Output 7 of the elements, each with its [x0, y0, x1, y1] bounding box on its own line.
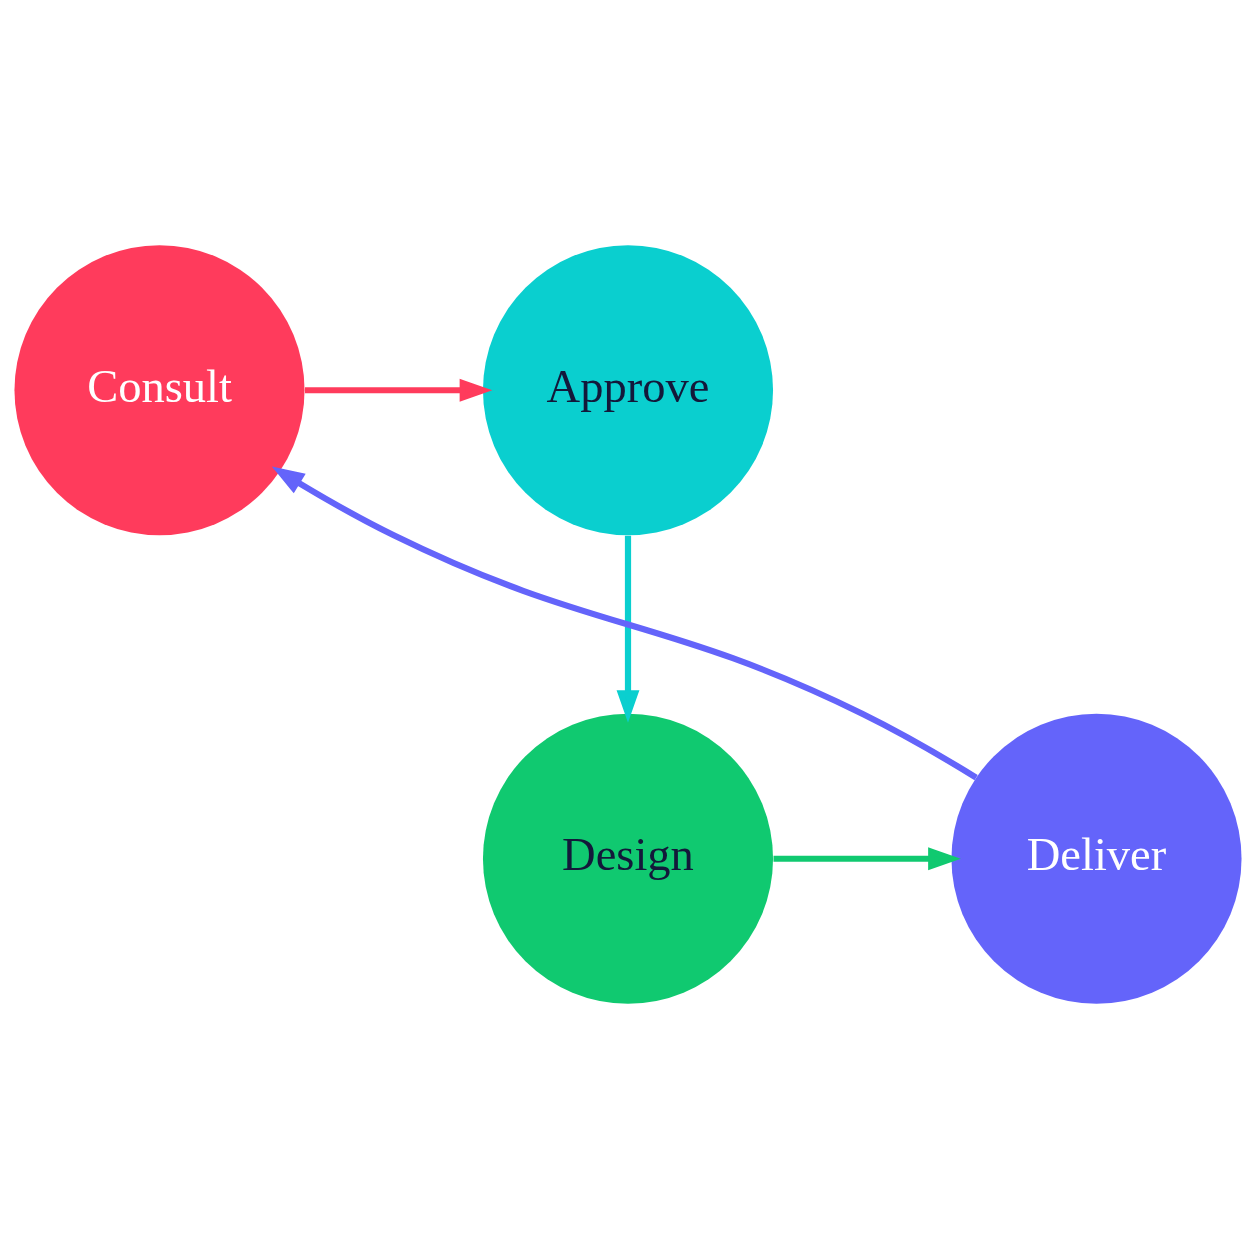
- arrow: [305, 378, 493, 402]
- node-circle: Design: [482, 713, 774, 1004]
- node-circle: Deliver: [951, 713, 1242, 1004]
- node-circle: Approve: [482, 245, 774, 536]
- arrow: [773, 847, 961, 871]
- arrow: [271, 466, 978, 781]
- arrow: [616, 535, 640, 723]
